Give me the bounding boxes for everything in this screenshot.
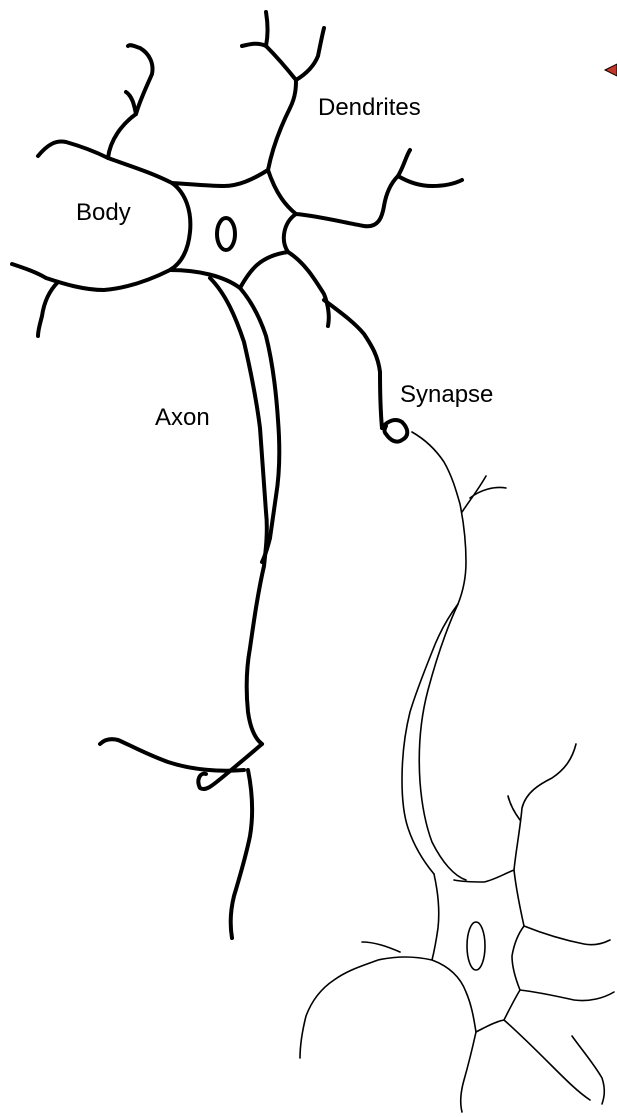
label-synapse: Synapse: [400, 383, 493, 407]
dendrite-lower-left: [12, 264, 170, 290]
axon-collateral-branch: [100, 739, 244, 771]
lower-dendrite-side-branch: [462, 476, 506, 512]
label-body: Body: [76, 201, 131, 225]
lower-long-process-left: [402, 604, 458, 874]
dendrite-right-branch: [398, 176, 462, 186]
dendrite-to-synapse: [288, 252, 329, 326]
dendrite-top: [242, 44, 296, 170]
lower-dendrite-bottom-branch: [504, 1020, 590, 1100]
lower-dendrite-right: [524, 926, 610, 945]
lower-dendrite-top-right-branch: [508, 796, 520, 820]
edge-marker-icon: [605, 64, 617, 76]
lower-long-process-right: [419, 604, 466, 880]
axon-terminal-to-synapse: [324, 300, 382, 428]
dendrite-upper-left-branch: [108, 92, 136, 158]
dendrite-top-tip: [266, 12, 268, 46]
lower-dendrite-top-right: [514, 744, 576, 870]
lower-cell-body: [432, 870, 524, 1032]
dendrite-lower-left-branch: [38, 282, 58, 336]
lower-nucleus: [467, 922, 485, 970]
upper-nucleus: [217, 218, 235, 250]
lower-dendrite-bottom: [461, 1032, 476, 1112]
dendrite-right: [296, 150, 410, 226]
lower-dendrite-left: [300, 957, 432, 1058]
lower-dendrite-right-lower: [520, 990, 614, 1001]
axon-lower: [231, 770, 252, 938]
lower-dendrite-bottom-branch-2: [572, 1036, 604, 1104]
lower-dendrite-from-synapse: [412, 432, 466, 604]
label-dendrites: Dendrites: [318, 96, 421, 120]
axon-collateral: [198, 744, 262, 789]
lower-neuron: [300, 432, 614, 1112]
dendrite-top-branch: [296, 28, 324, 80]
upper-neuron: [12, 12, 462, 938]
synapse-knob: [382, 420, 407, 442]
dendrite-upper-left: [38, 142, 172, 183]
label-axon: Axon: [155, 406, 210, 430]
axon-left-edge: [210, 278, 267, 744]
lower-dendrite-left-branch: [362, 942, 400, 952]
